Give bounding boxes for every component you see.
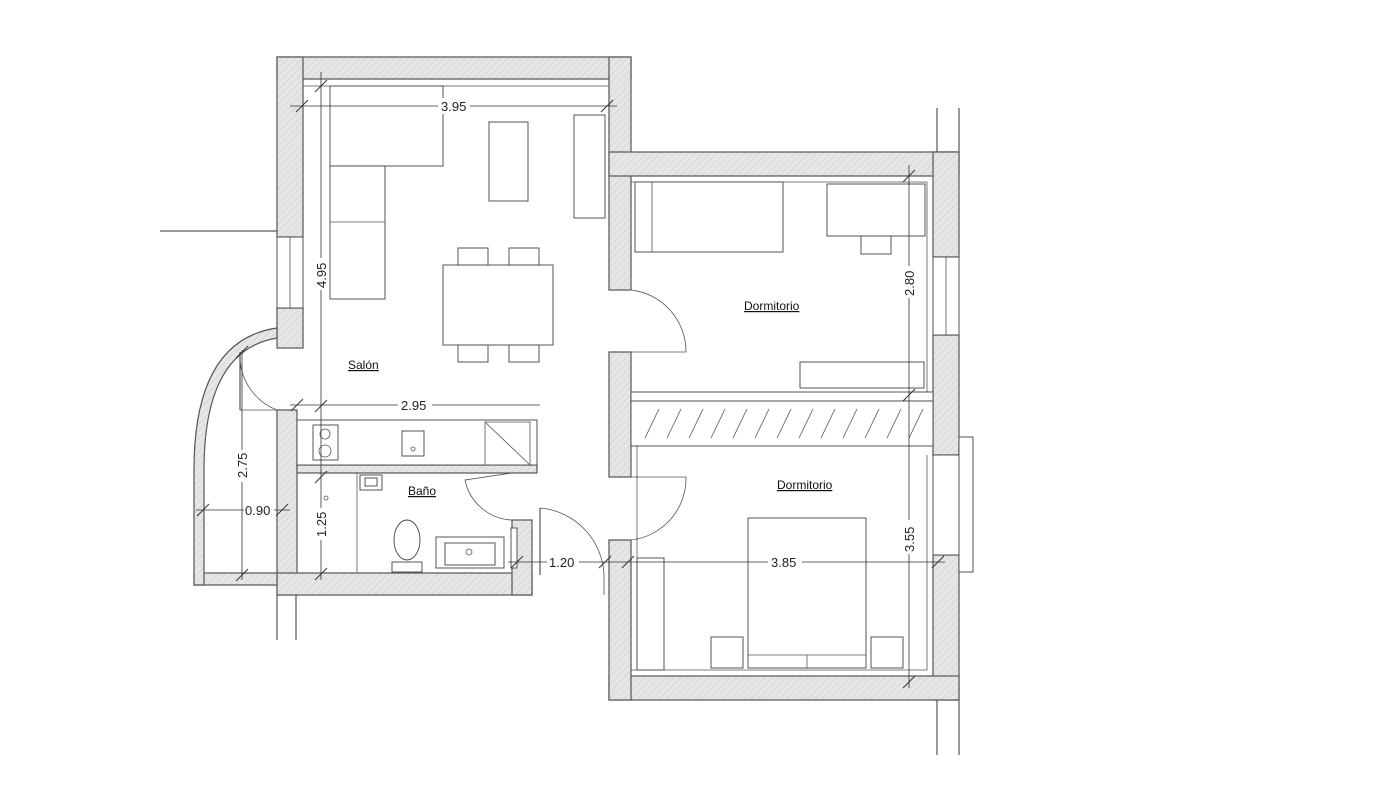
wall-balcony-bottom [193,572,278,586]
wardrobe [630,391,934,447]
dimension-lines [196,72,945,689]
dorm-bottom-furniture [636,517,904,671]
kitchen-sink [401,430,425,457]
desk-chair [860,235,892,255]
dim-dorm-bottom-width: 3.85 [771,555,796,570]
nightstand-right [870,636,904,669]
sofa-back [329,85,444,167]
coffee-table [488,121,529,202]
wardrobe-hanger-mark [754,408,770,439]
dresser [799,361,925,389]
dim-dorm-top-height: 2.80 [902,271,917,296]
wall-balcony-curve [193,327,278,586]
double-bed [747,517,867,669]
toilet-tank [391,561,423,573]
room-label-bano: Baño [408,484,436,498]
walls [193,56,960,701]
room-labels: Salón Dormitorio Dormitorio Baño [348,299,833,498]
room-label-dormitorio-bottom: Dormitorio [777,478,833,492]
dim-salon-width: 3.95 [441,99,466,114]
dim-salon-height: 4.95 [314,263,329,288]
wall-hall-right-mid [608,351,632,478]
desk [826,183,926,237]
salon-furniture [329,85,606,363]
wall-salon-left-upper [276,56,304,238]
site-context-lines [160,108,960,755]
wall-kitchen-bath-divider [296,464,538,474]
wardrobe-hanger-mark [688,408,704,439]
dim-balcony-depth: 0.90 [245,503,270,518]
wall-bath-bottom [276,572,533,596]
door-hall [539,507,605,595]
doors [239,289,687,595]
sofa [329,165,386,300]
wardrobe-hanger-mark [666,408,682,439]
wall-dorm-right-mid [932,334,960,456]
toilet-bowl [393,519,421,561]
wall-kitchen-left [276,409,298,596]
dorm-top-furniture [634,181,926,389]
wardrobe-hanger-mark [798,408,814,439]
dim-bano-height: 1.25 [314,512,329,537]
tv-cabinet [573,114,606,219]
wardrobe-hanger-mark [864,408,880,439]
door-bath [464,472,513,521]
wall-dorm-bottom-left [608,539,632,701]
bed-single [634,181,784,253]
wardrobe-hanger-mark [908,408,924,439]
dim-kitchen-width: 2.95 [401,398,426,413]
room-label-salon: Salón [348,358,379,372]
door-salon-balcony [239,351,278,411]
wardrobe-hanger-mark [710,408,726,439]
wardrobe-bottom [636,557,665,671]
dim-balcony-height: 2.75 [235,453,250,478]
wall-salon-top [276,56,632,80]
window-dorm-bottom [932,454,960,556]
bathroom [323,473,518,573]
fridge [484,421,531,466]
wardrobe-hanger-mark [732,408,748,439]
wardrobe-hanger-mark [842,408,858,439]
dim-dorm-bottom-height: 3.55 [902,527,917,552]
wardrobe-hanger-mark [886,408,902,439]
windows [276,236,974,573]
room-label-dormitorio-top: Dormitorio [744,299,800,313]
wall-salon-left-mid [276,307,304,349]
wall-dorm-top-right [932,151,960,258]
dining-table [442,264,554,346]
door-dorm-top [630,289,687,353]
cooktop [312,424,339,461]
wardrobe-hanger-mark [820,408,836,439]
dim-hall-width: 1.20 [549,555,574,570]
door-dorm-bottom [630,476,687,541]
dimension-labels: 3.95 4.95 2.95 2.75 0.90 1.25 1.20 3.85 … [234,98,917,570]
nightstand-left [710,636,744,669]
wardrobe-hanger-mark [644,408,660,439]
wall-dorm-bottom-bottom [608,675,960,701]
wall-dorm-top-top [608,151,960,177]
wardrobe-hanger-mark [776,408,792,439]
kitchen [296,419,538,466]
